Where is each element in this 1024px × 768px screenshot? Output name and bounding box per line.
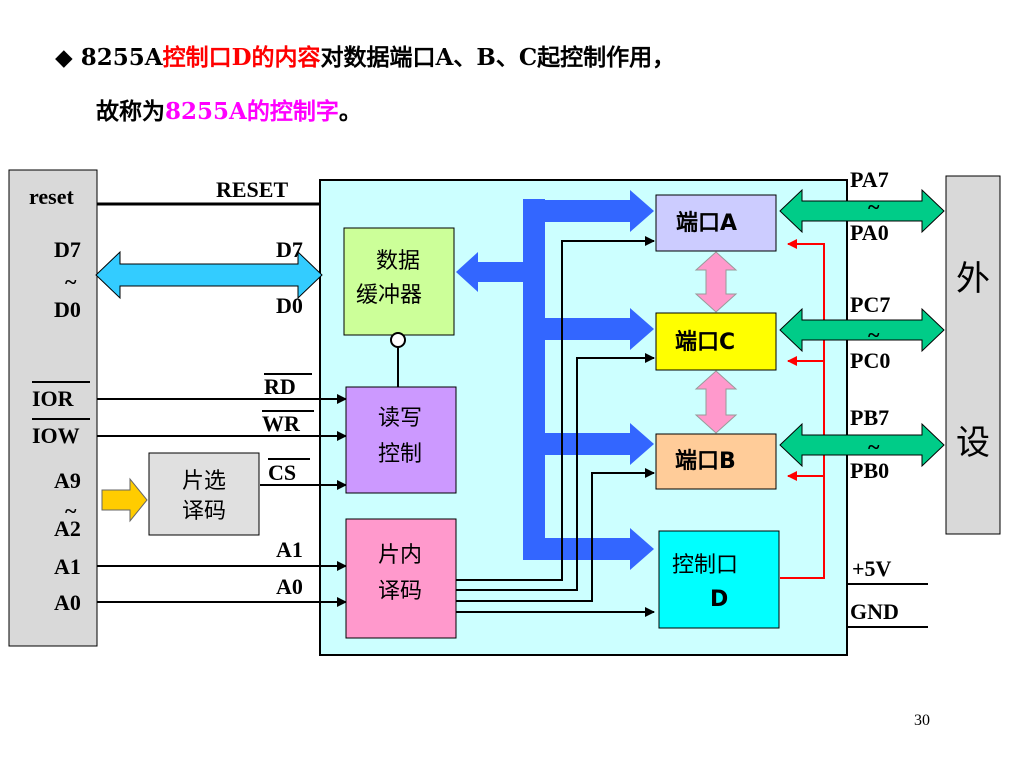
cpu-d7-label: D7 <box>54 237 81 262</box>
pink-arrow-a-c <box>694 251 738 313</box>
pa0-label: PA0 <box>850 220 889 245</box>
peripheral-box <box>945 175 1001 535</box>
pin-reset-label: RESET <box>216 177 288 202</box>
data-bus-arrow <box>95 250 323 300</box>
pin-cs-label: CS <box>268 460 296 485</box>
internal-bus-to-buffer <box>456 252 525 292</box>
heading-line-1: ◆ 8255A控制口D的内容对数据端口A、B、C起控制作用， <box>55 38 675 72</box>
heading-line-2: 故称为8255A的控制字。 <box>96 92 362 126</box>
cpu-a0-label: A0 <box>54 590 81 615</box>
cpu-side-bar <box>8 169 98 647</box>
cpu-a1-label: A1 <box>54 554 81 579</box>
page-number: 30 <box>914 712 930 729</box>
pb0-label: PB0 <box>850 458 889 483</box>
data-buffer-label-2: 缓冲器 <box>356 283 422 308</box>
pin-d7-label: D7 <box>276 237 303 262</box>
pink-arrow-c-b <box>694 370 738 434</box>
port-a-block <box>655 194 777 252</box>
heading-chip-name: 8255A <box>80 44 163 71</box>
cpu-d-tilde: ~ <box>65 269 77 294</box>
heading-period: 。 <box>338 98 362 125</box>
cpu-a9-label: A9 <box>54 468 81 493</box>
internal-bus-vertical <box>523 199 545 560</box>
pa-tilde: ~ <box>868 194 880 219</box>
data-buffer-block <box>343 227 455 336</box>
select-line-port-a <box>456 236 655 581</box>
port-b-label: 端口B <box>675 449 736 474</box>
data-buffer-label-1: 数据 <box>376 249 420 274</box>
heading-control-word: 8255A的控制字 <box>165 98 339 125</box>
pa7-label: PA7 <box>850 167 889 192</box>
port-b-io-arrow <box>779 422 945 468</box>
chip-select-label-2: 译码 <box>182 499 226 524</box>
rw-control-label-1: 读写 <box>378 406 422 431</box>
bullet-icon: ◆ <box>55 44 73 71</box>
bus-to-port-b <box>545 423 654 465</box>
bus-to-port-a <box>545 190 654 232</box>
pin-a0-label: A0 <box>276 574 303 599</box>
cpu-a2-label: A2 <box>54 516 81 541</box>
cpu-reset-label: reset <box>29 184 74 209</box>
ctrl-port-label-2: D <box>710 587 728 612</box>
pb7-label: PB7 <box>850 405 889 430</box>
internal-decode-block <box>345 518 457 639</box>
chip-select-label-1: 片选 <box>182 469 226 494</box>
pin-d0-label: D0 <box>276 293 303 318</box>
peripheral-label-1: 外 <box>956 259 990 299</box>
port-a-io-arrow <box>779 188 945 234</box>
peripheral-label-2: 设 <box>956 423 990 463</box>
ctrl-port-label-1: 控制口 <box>672 553 738 578</box>
rw-control-block <box>345 386 457 494</box>
pb-tilde: ~ <box>868 434 880 459</box>
port-c-io-arrow <box>779 307 945 353</box>
vcc-label: +5V <box>852 556 892 581</box>
select-line-port-c <box>456 353 655 591</box>
port-c-block <box>655 312 777 371</box>
address-high-arrow <box>101 477 148 523</box>
pin-a1-label: A1 <box>276 537 303 562</box>
pc7-label: PC7 <box>850 292 890 317</box>
pc0-label: PC0 <box>850 348 890 373</box>
select-line-port-b <box>456 468 655 602</box>
chip-select-decoder <box>148 452 260 536</box>
red-ctrl-line-main <box>780 239 825 579</box>
cpu-a-tilde: ~ <box>65 498 77 523</box>
bus-to-ctrl-port <box>545 528 654 570</box>
ctrl-port-block <box>658 530 780 629</box>
rw-control-label-2: 控制 <box>378 442 422 467</box>
heading-prefix: 故称为 <box>96 98 165 125</box>
port-c-label: 端口C <box>675 330 735 355</box>
gnd-label: GND <box>850 599 899 624</box>
internal-decode-label-2: 译码 <box>378 579 422 604</box>
heading-highlight-port-d: 控制口D的内容 <box>162 44 321 71</box>
internal-decode-label-1: 片内 <box>378 543 422 568</box>
cpu-d0-label: D0 <box>54 297 81 322</box>
heading-rest: 对数据端口A、B、C起控制作用， <box>320 44 676 71</box>
pc-tilde: ~ <box>868 322 880 347</box>
bus-to-port-c <box>545 308 654 350</box>
buffer-enable-circle <box>390 332 406 348</box>
pin-rd-label: RD <box>264 374 296 399</box>
pin-wr-label: WR <box>262 411 301 436</box>
port-b-block <box>655 433 777 490</box>
port-a-label: 端口A <box>676 211 737 236</box>
cpu-iow-label: IOW <box>32 423 80 448</box>
cpu-ior-label: IOR <box>32 386 75 411</box>
